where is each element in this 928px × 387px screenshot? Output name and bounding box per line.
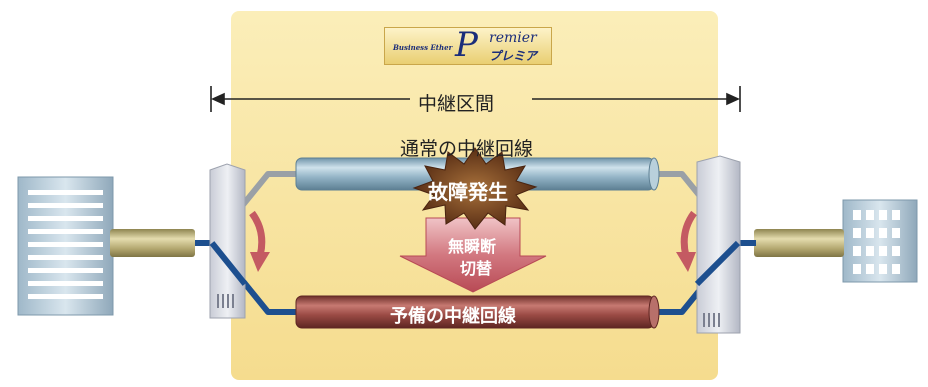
backup-trunk-pipe: [295, 295, 660, 329]
switch-arrow-left: [249, 210, 270, 272]
switch-arrow-right: [676, 210, 697, 272]
logo-name-en: remier: [489, 30, 537, 46]
switch-active-route: [209, 240, 741, 287]
switchover-label-line2: 切替: [460, 259, 493, 278]
access-link-right: [754, 229, 844, 257]
switch-unit-right: [696, 155, 741, 334]
switchover-arrow: [399, 217, 547, 293]
customer-device-right: [842, 199, 918, 283]
relay-span-label: 中継区間: [418, 93, 495, 115]
brand-logo: Business Ether P remier プレミア: [384, 25, 552, 65]
logo-brand-text: Business Ether: [393, 43, 453, 52]
logo-name-ja: プレミア: [489, 49, 538, 63]
switch-unit-left: [209, 163, 246, 319]
switchover-label-line1: 無瞬断: [448, 237, 497, 256]
relay-span-bracket: [210, 86, 741, 112]
failure-burst-icon: [412, 147, 538, 230]
access-link-left: [110, 229, 195, 257]
failure-label: 故障発生: [428, 180, 508, 204]
logo-initial: P: [455, 25, 478, 65]
backup-line-label: 予備の中継回線: [390, 306, 516, 327]
customer-device-left: [17, 176, 114, 316]
normal-line-label: 通常の中継回線: [400, 138, 534, 160]
